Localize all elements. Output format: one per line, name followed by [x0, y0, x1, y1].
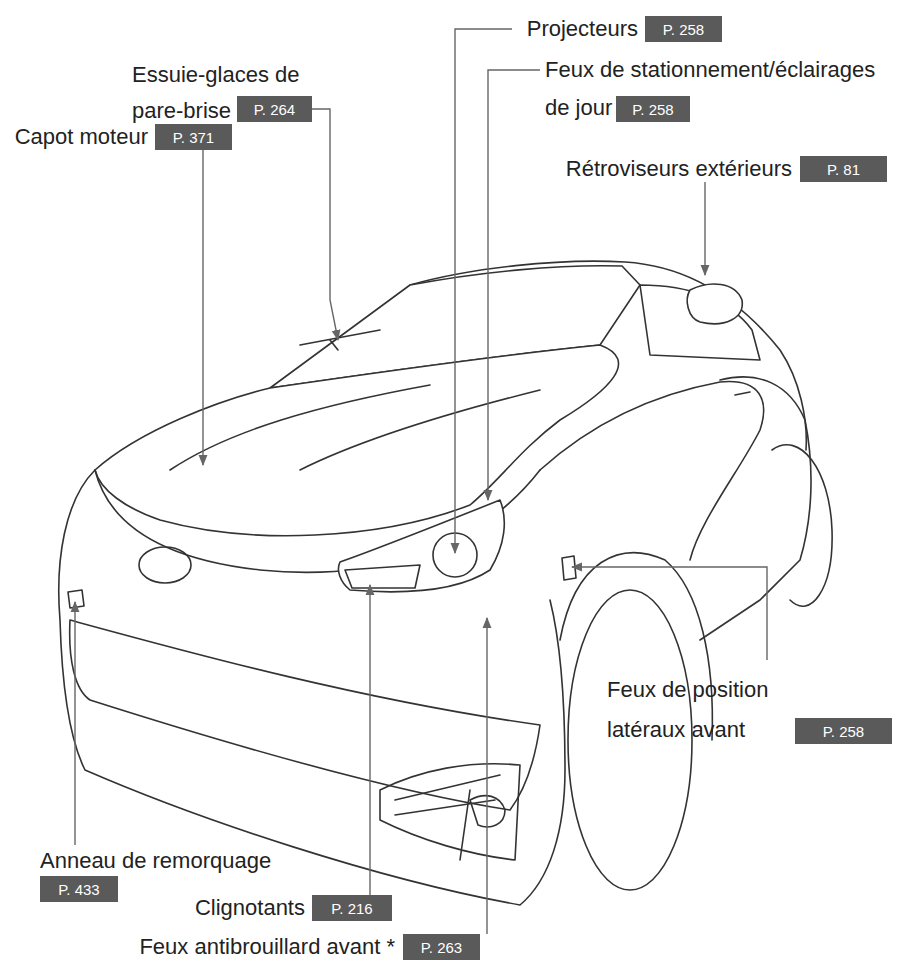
front-fender: [540, 382, 764, 560]
headlight-housing: [338, 500, 504, 592]
part-name: Feux de position latéraux avant: [607, 670, 792, 750]
fog-light-area: [380, 764, 520, 860]
leader-line: [455, 29, 512, 553]
turn-signal: [345, 565, 420, 588]
leader-line: [704, 182, 705, 275]
page-reference-box: ClignotantsP. 216: [312, 895, 392, 921]
part-name: Feux antibrouillard avant *: [60, 934, 395, 960]
page-reference-box: Rétroviseurs extérieursP. 81: [800, 156, 887, 182]
part-name: Capot moteur: [0, 124, 148, 150]
side-window: [640, 285, 760, 360]
wiper-blade: [300, 330, 380, 350]
leader-line: [74, 602, 75, 845]
leader-line: [572, 567, 767, 660]
page-reference-box: Anneau de remorquageP. 433: [40, 876, 118, 902]
part-name: Feux de stationnement/éclairages de jour: [545, 51, 900, 127]
page-reference-box: Essuie-glaces de pare-briseP. 264: [237, 96, 312, 122]
door-handle: [735, 392, 750, 395]
rear-wheel: [772, 445, 832, 606]
part-name: Clignotants: [150, 895, 305, 921]
leader-line: [488, 70, 540, 500]
tow-hook-cover: [68, 590, 84, 608]
page-number: P. 216: [331, 900, 372, 917]
engine-hood: [95, 345, 619, 536]
wheel-arch: [560, 553, 712, 740]
leader-line: [312, 109, 338, 340]
page-number: P. 258: [663, 21, 704, 38]
page-reference-box: ProjecteursP. 258: [645, 16, 722, 42]
front-bumper: [59, 470, 565, 905]
page-reference-box: Feux de position latéraux avantP. 258: [795, 718, 892, 744]
part-name: Essuie-glaces de pare-brise: [132, 57, 312, 129]
page-reference-box: Feux de stationnement/éclairages de jour…: [616, 96, 690, 122]
page-number: P. 81: [827, 161, 860, 178]
brand-emblem: [139, 547, 191, 583]
page-number: P. 433: [58, 881, 99, 898]
part-name: Anneau de remorquage: [40, 848, 340, 874]
page-number: P. 258: [823, 723, 864, 740]
leader-line: [486, 618, 487, 934]
leader-line: [202, 150, 203, 465]
wing-mirror: [687, 284, 742, 324]
car-side: [700, 377, 811, 640]
page-number: P. 264: [254, 101, 295, 118]
part-name: Projecteurs: [500, 16, 638, 42]
page-number: P. 258: [632, 101, 673, 118]
hood-crease: [170, 385, 540, 470]
page-reference-box: Feux antibrouillard avant *P. 263: [403, 934, 480, 960]
page-number: P. 371: [173, 129, 214, 146]
page-reference-box: Capot moteurP. 371: [155, 124, 232, 150]
page-number: P. 263: [421, 939, 462, 956]
part-name: Rétroviseurs extérieurs: [500, 156, 792, 182]
leader-line: [369, 585, 370, 895]
side-marker: [562, 556, 576, 580]
